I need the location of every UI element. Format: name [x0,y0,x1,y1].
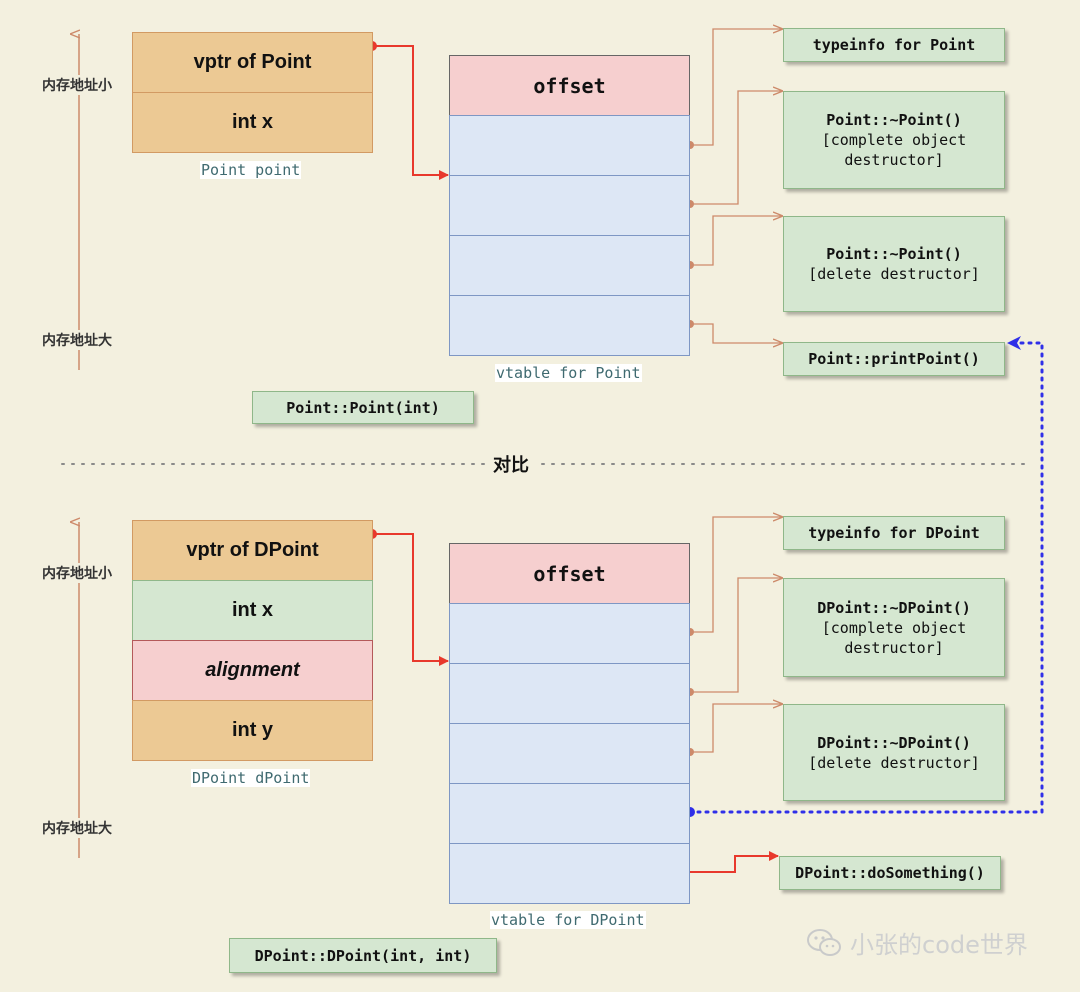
typeinfo-dpoint-box: typeinfo for DPoint [783,516,1005,550]
point-print-label: Point::printPoint() [808,350,980,368]
point-vtable-offset: offset [449,55,690,116]
point-delete-dtor-note: [delete destructor] [808,265,980,283]
watermark: 小张的code世界 [806,925,1028,960]
slot-link-delete-dtor-dpoint [690,704,782,753]
point-complete-dtor-note-1: [complete object [821,131,967,149]
point-int-x-cell: int x [132,92,373,153]
inherited-print-link [688,336,1044,814]
vptr-arrow-dpoint [372,533,449,666]
slot-link-typeinfo-point [690,29,782,146]
dpoint-delete-dtor-note: [delete destructor] [808,753,980,772]
dpoint-complete-dtor-note-1: [complete object [821,618,967,637]
dpoint-ctor-box: DPoint::DPoint(int, int) [229,938,497,973]
high-address-label-top: 内存地址大 [42,330,112,350]
slot-link-do-something [690,851,779,873]
typeinfo-point-box: typeinfo for Point [783,28,1005,62]
dpoint-complete-dtor-note-2: destructor] [844,638,944,657]
point-complete-dtor-name: Point::~Point() [826,111,962,129]
point-vptr-cell: vptr of Point [132,32,373,93]
dpoint-vtable-slot [449,843,690,904]
dpoint-int-y-cell: int y [132,700,373,761]
dpoint-vtable-slot [449,723,690,784]
point-vtable-slot [449,115,690,176]
slot-link-complete-dtor-dpoint [690,578,782,693]
dpoint-do-something-box: DPoint::doSomething() [779,856,1001,890]
dpoint-ctor-label: DPoint::DPoint(int, int) [254,946,472,965]
slot-link-print-point [690,323,782,343]
point-ctor-box: Point::Point(int) [252,391,474,424]
dpoint-do-something-label: DPoint::doSomething() [795,864,985,882]
point-complete-dtor-note-2: destructor] [844,151,944,169]
dpoint-vtable-offset: offset [449,543,690,604]
compare-divider-label: 对比 [487,451,535,477]
typeinfo-dpoint-label: typeinfo for DPoint [808,524,980,542]
point-delete-dtor-name: Point::~Point() [826,245,962,263]
watermark-text: 小张的code世界 [850,931,1028,959]
vptr-arrow-point [372,45,449,180]
dpoint-delete-dtor-box: DPoint::~DPoint() [delete destructor] [783,704,1005,801]
point-delete-dtor-box: Point::~Point() [delete destructor] [783,216,1005,312]
point-ctor-label: Point::Point(int) [286,398,440,417]
typeinfo-point-label: typeinfo for Point [812,36,976,54]
high-address-label-bottom: 内存地址大 [42,818,112,838]
slot-link-typeinfo-dpoint [690,517,782,633]
dpoint-delete-dtor-name: DPoint::~DPoint() [817,733,971,752]
point-vtable-slot [449,175,690,236]
dpoint-complete-dtor-name: DPoint::~DPoint() [817,598,971,617]
point-object-caption: Point point [200,161,302,179]
slot-link-delete-dtor-point [690,216,782,266]
low-address-label-top: 内存地址小 [42,75,112,95]
dpoint-vptr-cell: vptr of DPoint [132,520,373,581]
dpoint-complete-dtor-box: DPoint::~DPoint() [complete object destr… [783,578,1005,677]
point-vtable-slot [449,235,690,296]
dpoint-vtable-slot [449,783,690,844]
dpoint-int-x-cell: int x [132,580,373,641]
dpoint-vtable-slot [449,603,690,664]
slot-link-complete-dtor-point [690,91,782,205]
dpoint-object-caption: DPoint dPoint [191,769,311,787]
wechat-icon [807,928,841,956]
low-address-label-bottom: 内存地址小 [42,563,112,583]
point-complete-dtor-box: Point::~Point() [complete object destruc… [783,91,1005,189]
point-vtable-slot [449,295,690,356]
point-print-box: Point::printPoint() [783,342,1005,376]
dpoint-vtable-caption: vtable for DPoint [490,911,646,929]
dpoint-alignment-cell: alignment [132,640,373,701]
dpoint-vtable-slot [449,663,690,724]
point-vtable-caption: vtable for Point [495,364,642,382]
